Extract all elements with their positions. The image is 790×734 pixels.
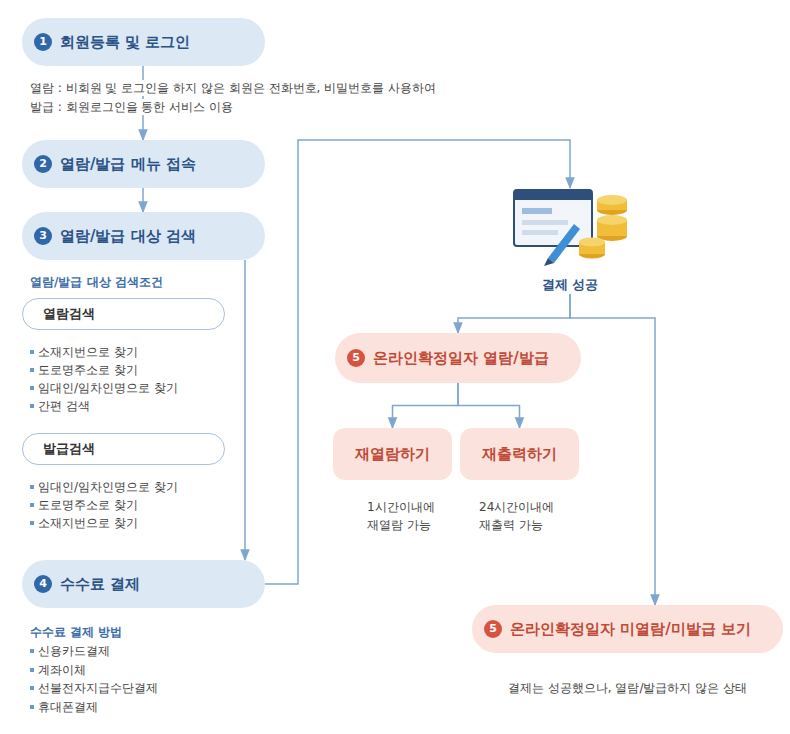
step-title: 열람/발급 메뉴 접속 [60, 155, 196, 174]
list-item: 간편 검색 [30, 398, 90, 414]
step-pill: 3 열람/발급 대상 검색 [22, 212, 265, 260]
flow-step: 재열람하기1시간이내에 재열람 가능 [333, 428, 452, 534]
action-box: 재열람하기 [333, 428, 452, 480]
step-number: 5 [484, 620, 502, 638]
list-item: 도로명주소로 찾기 [30, 362, 138, 378]
step-title: 열람/발급 대상 검색 [60, 227, 196, 246]
action-caption: 24시간이내에 재출력 가능 [479, 498, 579, 534]
list-item: 임대인/임차인명으로 찾기 [30, 380, 178, 396]
section-label: 수수료 결제 방법 [30, 624, 122, 640]
list-item: 도로명주소로 찾기 [30, 497, 138, 513]
step-pill: 1 회원등록 및 로그인 [22, 18, 265, 66]
step-caption: 결제는 성공했으나, 열람/발급하지 않은 상태 [472, 679, 783, 697]
flow-arrow [570, 294, 655, 605]
tab-title: 발급검색 [43, 440, 95, 458]
flow-step: 5 온라인확정일자 미열람/미발급 보기결제는 성공했으나, 열람/발급하지 않은… [472, 605, 783, 697]
list-item: 임대인/임차인명으로 찾기 [30, 479, 178, 495]
list-item: 신용카드결제 [30, 643, 110, 659]
flow-step: 발급검색 [22, 433, 225, 465]
list-item: 선불전자지급수단결제 [30, 680, 158, 696]
flow-step: 결제 성공 [498, 188, 642, 294]
flow-step: 5 온라인확정일자 열람/발급 [335, 333, 581, 383]
list-item: 휴대폰결제 [30, 699, 98, 715]
flow-step: 2 열람/발급 메뉴 접속 [22, 140, 265, 188]
search-tab: 발급검색 [22, 433, 225, 465]
flow-arrow [458, 383, 520, 428]
step-title: 수수료 결제 [60, 575, 140, 594]
payment-icon [508, 188, 632, 268]
icon-caption: 결제 성공 [498, 276, 642, 294]
step-pill: 2 열람/발급 메뉴 접속 [22, 140, 265, 188]
action-title: 재열람하기 [355, 445, 430, 464]
note-text: 열람 : 비회원 및 로그인을 하지 않은 회원은 전화번호, 비밀번호를 사용… [30, 80, 436, 96]
step-pill: 5 온라인확정일자 미열람/미발급 보기 [472, 605, 783, 653]
search-tab: 열람검색 [22, 298, 225, 330]
step-number: 3 [34, 227, 52, 245]
list-item: 계좌이체 [30, 662, 86, 678]
flow-arrow [142, 188, 144, 212]
list-item: 소재지번으로 찾기 [30, 344, 138, 360]
flow-step: 4 수수료 결제 [22, 560, 265, 608]
section-label: 열람/발급 대상 검색조건 [30, 274, 163, 290]
flow-step: 재출력하기 24시간이내에 재출력 가능 [460, 428, 579, 534]
action-title: 재출력하기 [482, 445, 557, 464]
step-title: 회원등록 및 로그인 [60, 33, 190, 52]
step-number: 2 [34, 155, 52, 173]
flow-arrow [458, 294, 570, 333]
step-number: 1 [34, 33, 52, 51]
step-number: 4 [34, 575, 52, 593]
step-pill: 5 온라인확정일자 열람/발급 [335, 333, 581, 383]
action-box: 재출력하기 [460, 428, 579, 480]
step-title: 온라인확정일자 열람/발급 [373, 349, 549, 368]
tab-title: 열람검색 [43, 305, 95, 323]
step-number: 5 [347, 349, 365, 367]
step-pill: 4 수수료 결제 [22, 560, 265, 608]
flow-arrow [393, 383, 459, 428]
list-item: 소재지번으로 찾기 [30, 515, 138, 531]
flow-step: 열람검색 [22, 298, 225, 330]
step-title: 온라인확정일자 미열람/미발급 보기 [510, 620, 751, 639]
flow-arrow [244, 260, 246, 560]
flow-step: 3 열람/발급 대상 검색 [22, 212, 265, 260]
flow-step: 1 회원등록 및 로그인 [22, 18, 265, 66]
action-caption: 1시간이내에 재열람 가능 [367, 498, 457, 534]
note-text: 발급 : 회원로그인을 통한 서비스 이용 [30, 99, 233, 115]
